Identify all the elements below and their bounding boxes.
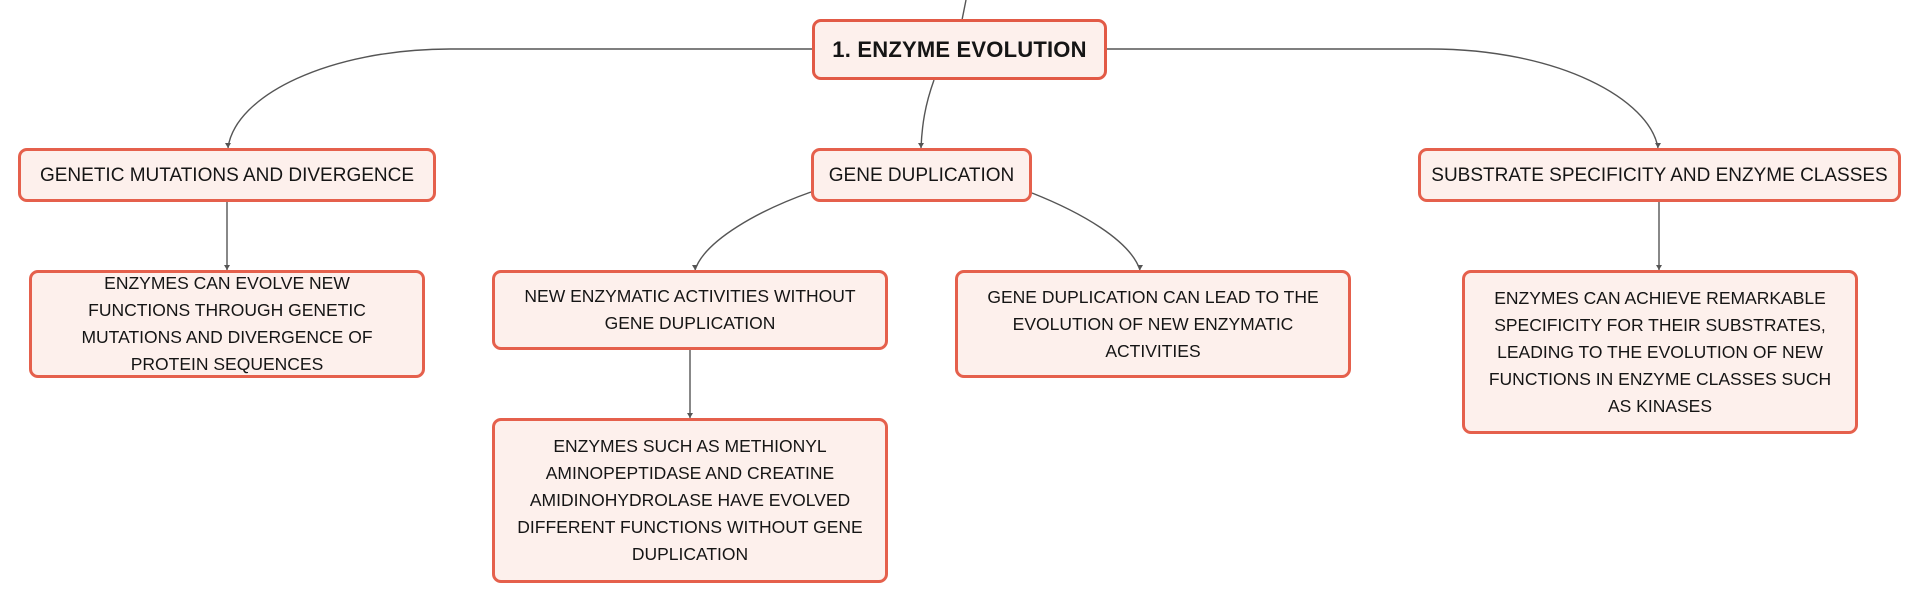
arrowhead-can-lead xyxy=(1137,265,1143,270)
connector-gene-duplication-can-lead xyxy=(1031,192,1141,271)
connector-parent-root xyxy=(961,0,967,21)
arrowhead-substrate-specificity xyxy=(1655,143,1661,148)
root-node-label: 1. Enzyme Evolution xyxy=(832,37,1087,62)
connector-gene-duplication-new-activities xyxy=(694,191,812,271)
branch-node-genetic-mutations[interactable]: Genetic mutations and divergence xyxy=(18,148,436,202)
arrowhead-new-activities-child xyxy=(687,413,693,418)
branch-node-label: Gene duplication xyxy=(828,164,1015,186)
branch-node-label: Substrate specificity and enzyme classes xyxy=(1431,164,1888,186)
connector-root-substrate-specificity xyxy=(1107,48,1659,149)
arrowhead-gene-duplication xyxy=(918,143,924,148)
root-node[interactable]: 1. Enzyme Evolution xyxy=(812,19,1107,80)
leaf-node-substrate-specificity[interactable]: Enzymes can achieve remarkable specifici… xyxy=(1462,270,1858,434)
leaf-node-label: Enzymes can achieve remarkable specifici… xyxy=(1488,287,1832,416)
connector-root-genetic-mutations xyxy=(227,48,812,149)
leaf-node-label: Gene duplication can lead to the evoluti… xyxy=(987,286,1319,361)
branch-node-label: Genetic mutations and divergence xyxy=(39,164,415,186)
branch-node-gene-duplication[interactable]: Gene duplication xyxy=(811,148,1032,202)
connector-root-gene-duplication xyxy=(920,79,935,149)
leaf-node-gene-duplication-can-lead[interactable]: Gene duplication can lead to the evoluti… xyxy=(955,270,1351,378)
arrowhead-substrate-child xyxy=(1656,265,1662,270)
branch-node-substrate-specificity[interactable]: Substrate specificity and enzyme classes xyxy=(1418,148,1901,202)
subbranch-node-new-activities[interactable]: New enzymatic activities without gene du… xyxy=(492,270,888,350)
arrowhead-new-activities xyxy=(692,265,698,270)
leaf-node-label: Enzymes can evolve new functions through… xyxy=(81,273,373,374)
leaf-node-methionyl[interactable]: Enzymes such as methionyl aminopeptidase… xyxy=(492,418,888,583)
arrowhead-genetic-mutations-child xyxy=(224,265,230,270)
subbranch-node-label: New enzymatic activities without gene du… xyxy=(524,286,856,333)
leaf-node-genetic-mutations[interactable]: Enzymes can evolve new functions through… xyxy=(29,270,425,378)
leaf-node-label: Enzymes such as methionyl aminopeptidase… xyxy=(517,436,863,564)
arrowhead-genetic-mutations xyxy=(225,143,231,148)
